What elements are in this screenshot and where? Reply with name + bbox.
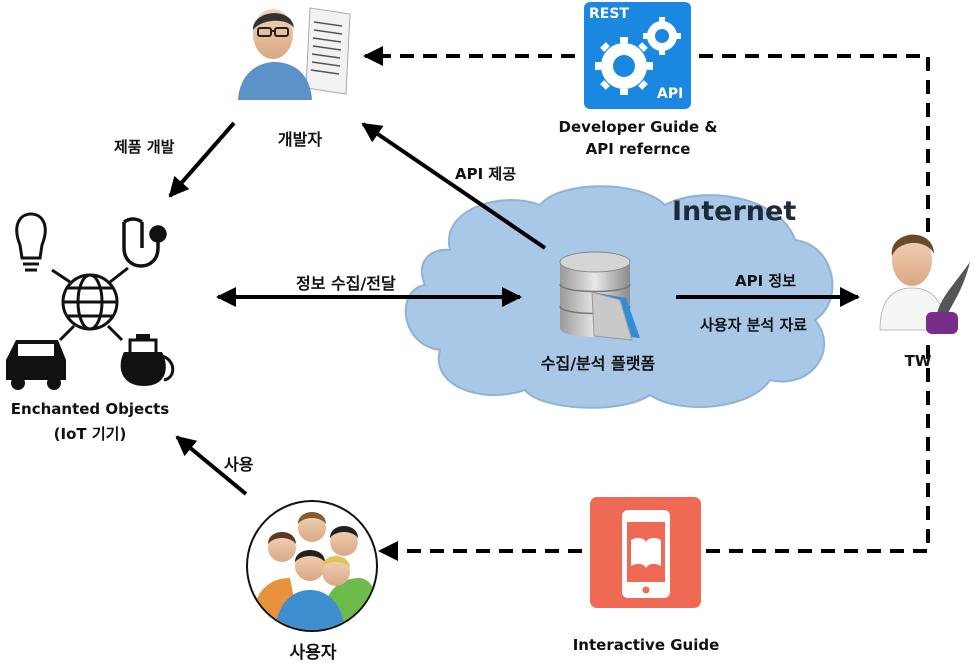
rest-badge-text: REST [589, 6, 629, 22]
rest-api-gears-icon [584, 2, 691, 109]
coffee-pot-icon [120, 334, 175, 386]
edge-label-info-exchange: 정보 수집/전달 [296, 274, 396, 293]
tw-label: TW [904, 352, 932, 370]
edge-label-user-analysis: 사용자 분석 자료 [700, 316, 808, 334]
api-reference-label: API refernce [585, 140, 691, 158]
edge-label-api-info: API 정보 [735, 272, 797, 290]
arrow-product-dev [168, 121, 236, 198]
solid-arrows [168, 121, 860, 496]
platform-label: 수집/분석 플랫폼 [540, 354, 656, 373]
stethoscope-icon [122, 217, 167, 268]
users-group-icon [246, 500, 378, 632]
arrow-api-provide [361, 122, 547, 250]
edge-label-product-dev: 제품 개발 [114, 138, 175, 156]
developer-label: 개발자 [277, 130, 323, 149]
developer-person-icon [238, 7, 351, 100]
users-label: 사용자 [289, 643, 337, 663]
iot-cluster [6, 212, 175, 390]
edge-label-api-provide: API 제공 [455, 165, 517, 183]
objects-label-line1: Enchanted Objects [10, 400, 170, 418]
lightbulb-icon [15, 212, 47, 272]
objects-label-line2: (IoT 기기) [53, 425, 127, 443]
developer-guide-label: Developer Guide & [558, 118, 718, 136]
api-badge-text: API [657, 86, 684, 102]
edge-label-usage: 사용 [224, 455, 254, 474]
globe-icon [61, 273, 119, 331]
dashed-path [363, 46, 930, 561]
interactive-guide-label: Interactive Guide [572, 636, 720, 654]
phone-book-icon [590, 497, 701, 608]
car-icon [6, 340, 66, 390]
arrow-usage [175, 435, 248, 496]
tw-person-icon [879, 234, 970, 334]
internet-label: Internet [672, 196, 797, 227]
database-icon [559, 251, 640, 341]
